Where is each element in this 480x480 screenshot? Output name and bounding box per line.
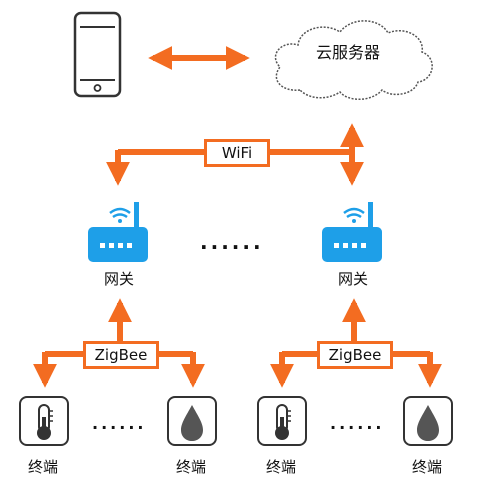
terminal-label-1: 终端 bbox=[28, 458, 59, 476]
gateway-label-right: 网关 bbox=[338, 270, 369, 288]
gateway-router-icon-left bbox=[88, 202, 148, 262]
water-drop-icon bbox=[167, 396, 217, 446]
gateway-label-left: 网关 bbox=[104, 270, 135, 288]
thermometer-icon bbox=[19, 396, 69, 446]
zigbee-label-box-right: ZigBee bbox=[317, 341, 393, 369]
thermometer-icon bbox=[257, 396, 307, 446]
terminal-label-3: 终端 bbox=[266, 458, 297, 476]
cloud-server-label: 云服务器 bbox=[316, 43, 381, 62]
gateway-ellipsis: ...... bbox=[200, 230, 264, 254]
zigbee-label-box-left: ZigBee bbox=[83, 341, 159, 369]
terminal-ellipsis-left: ...... bbox=[92, 414, 147, 433]
terminal-ellipsis-right: ...... bbox=[330, 414, 385, 433]
cloud-server-icon bbox=[274, 20, 433, 100]
water-drop-icon bbox=[403, 396, 453, 446]
terminal-label-2: 终端 bbox=[176, 458, 207, 476]
wifi-label-box: WiFi bbox=[204, 139, 270, 167]
terminal-label-4: 终端 bbox=[412, 458, 443, 476]
gateway-router-icon-right bbox=[322, 202, 382, 262]
smartphone-icon bbox=[73, 11, 122, 98]
